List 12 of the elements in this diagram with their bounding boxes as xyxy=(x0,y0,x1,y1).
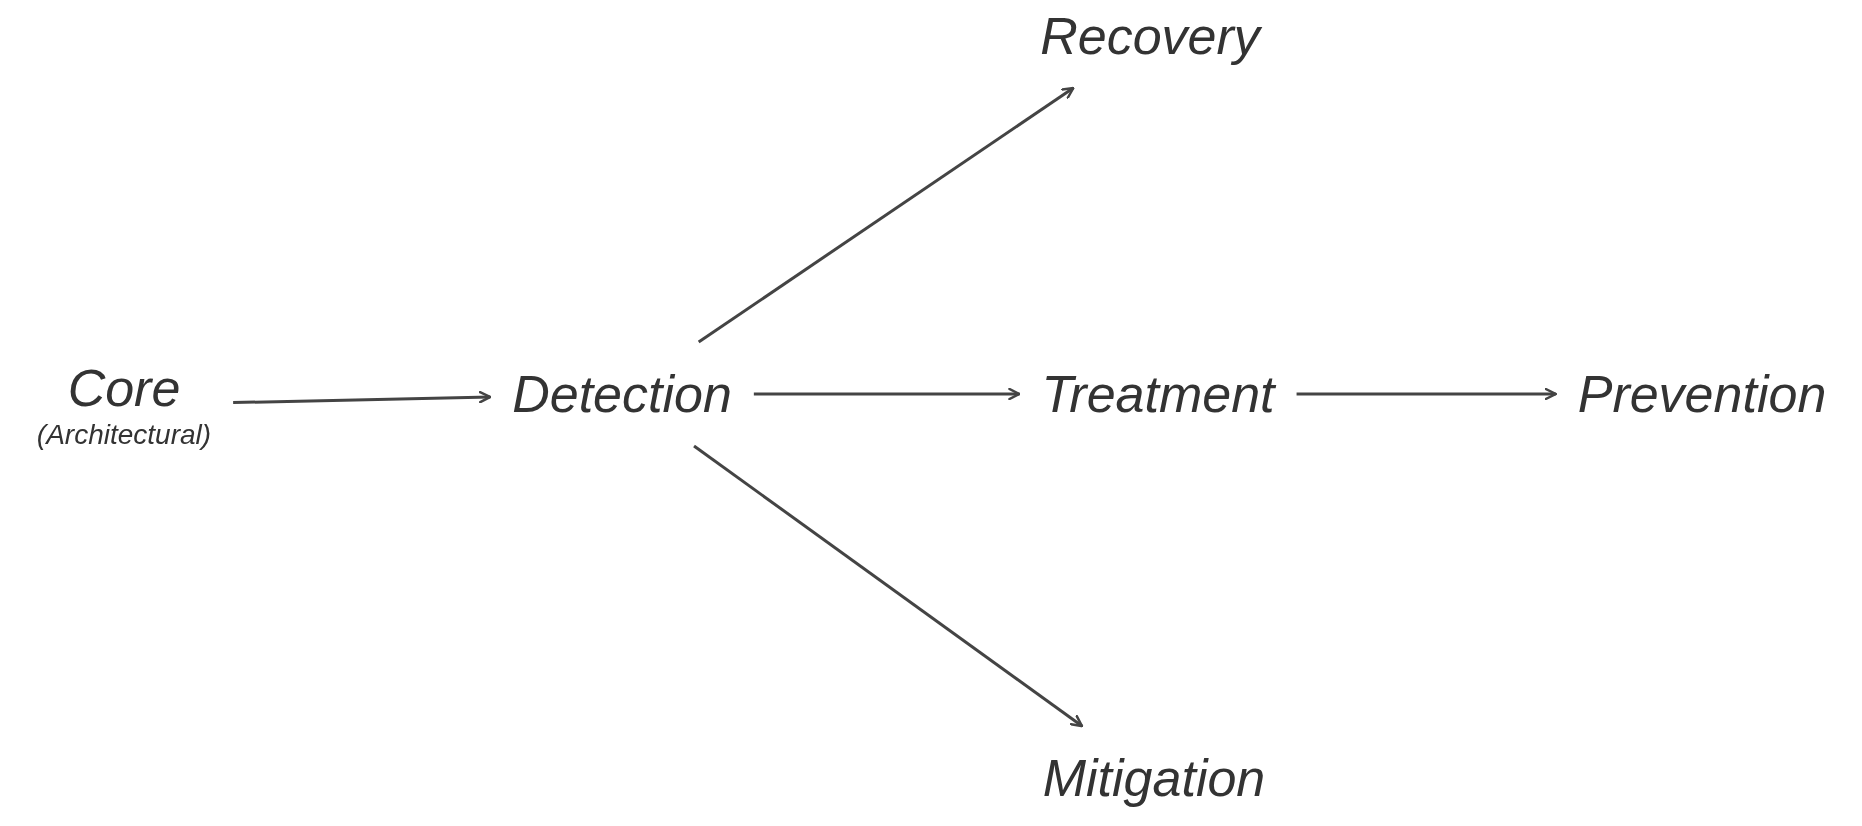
arrow xyxy=(233,390,492,405)
arrow xyxy=(697,86,1075,344)
node-label: Mitigation xyxy=(1042,748,1266,808)
node-label: Detection xyxy=(512,364,732,424)
node-label: Treatment xyxy=(1041,364,1275,424)
node-label: Prevention xyxy=(1577,364,1827,424)
node-label: Recovery xyxy=(1040,6,1260,66)
arrow xyxy=(753,387,1021,401)
arrow xyxy=(1296,387,1557,401)
arrow xyxy=(693,444,1084,728)
node-label: Core xyxy=(67,358,181,418)
node-sublabel: (Architectural) xyxy=(36,418,212,452)
